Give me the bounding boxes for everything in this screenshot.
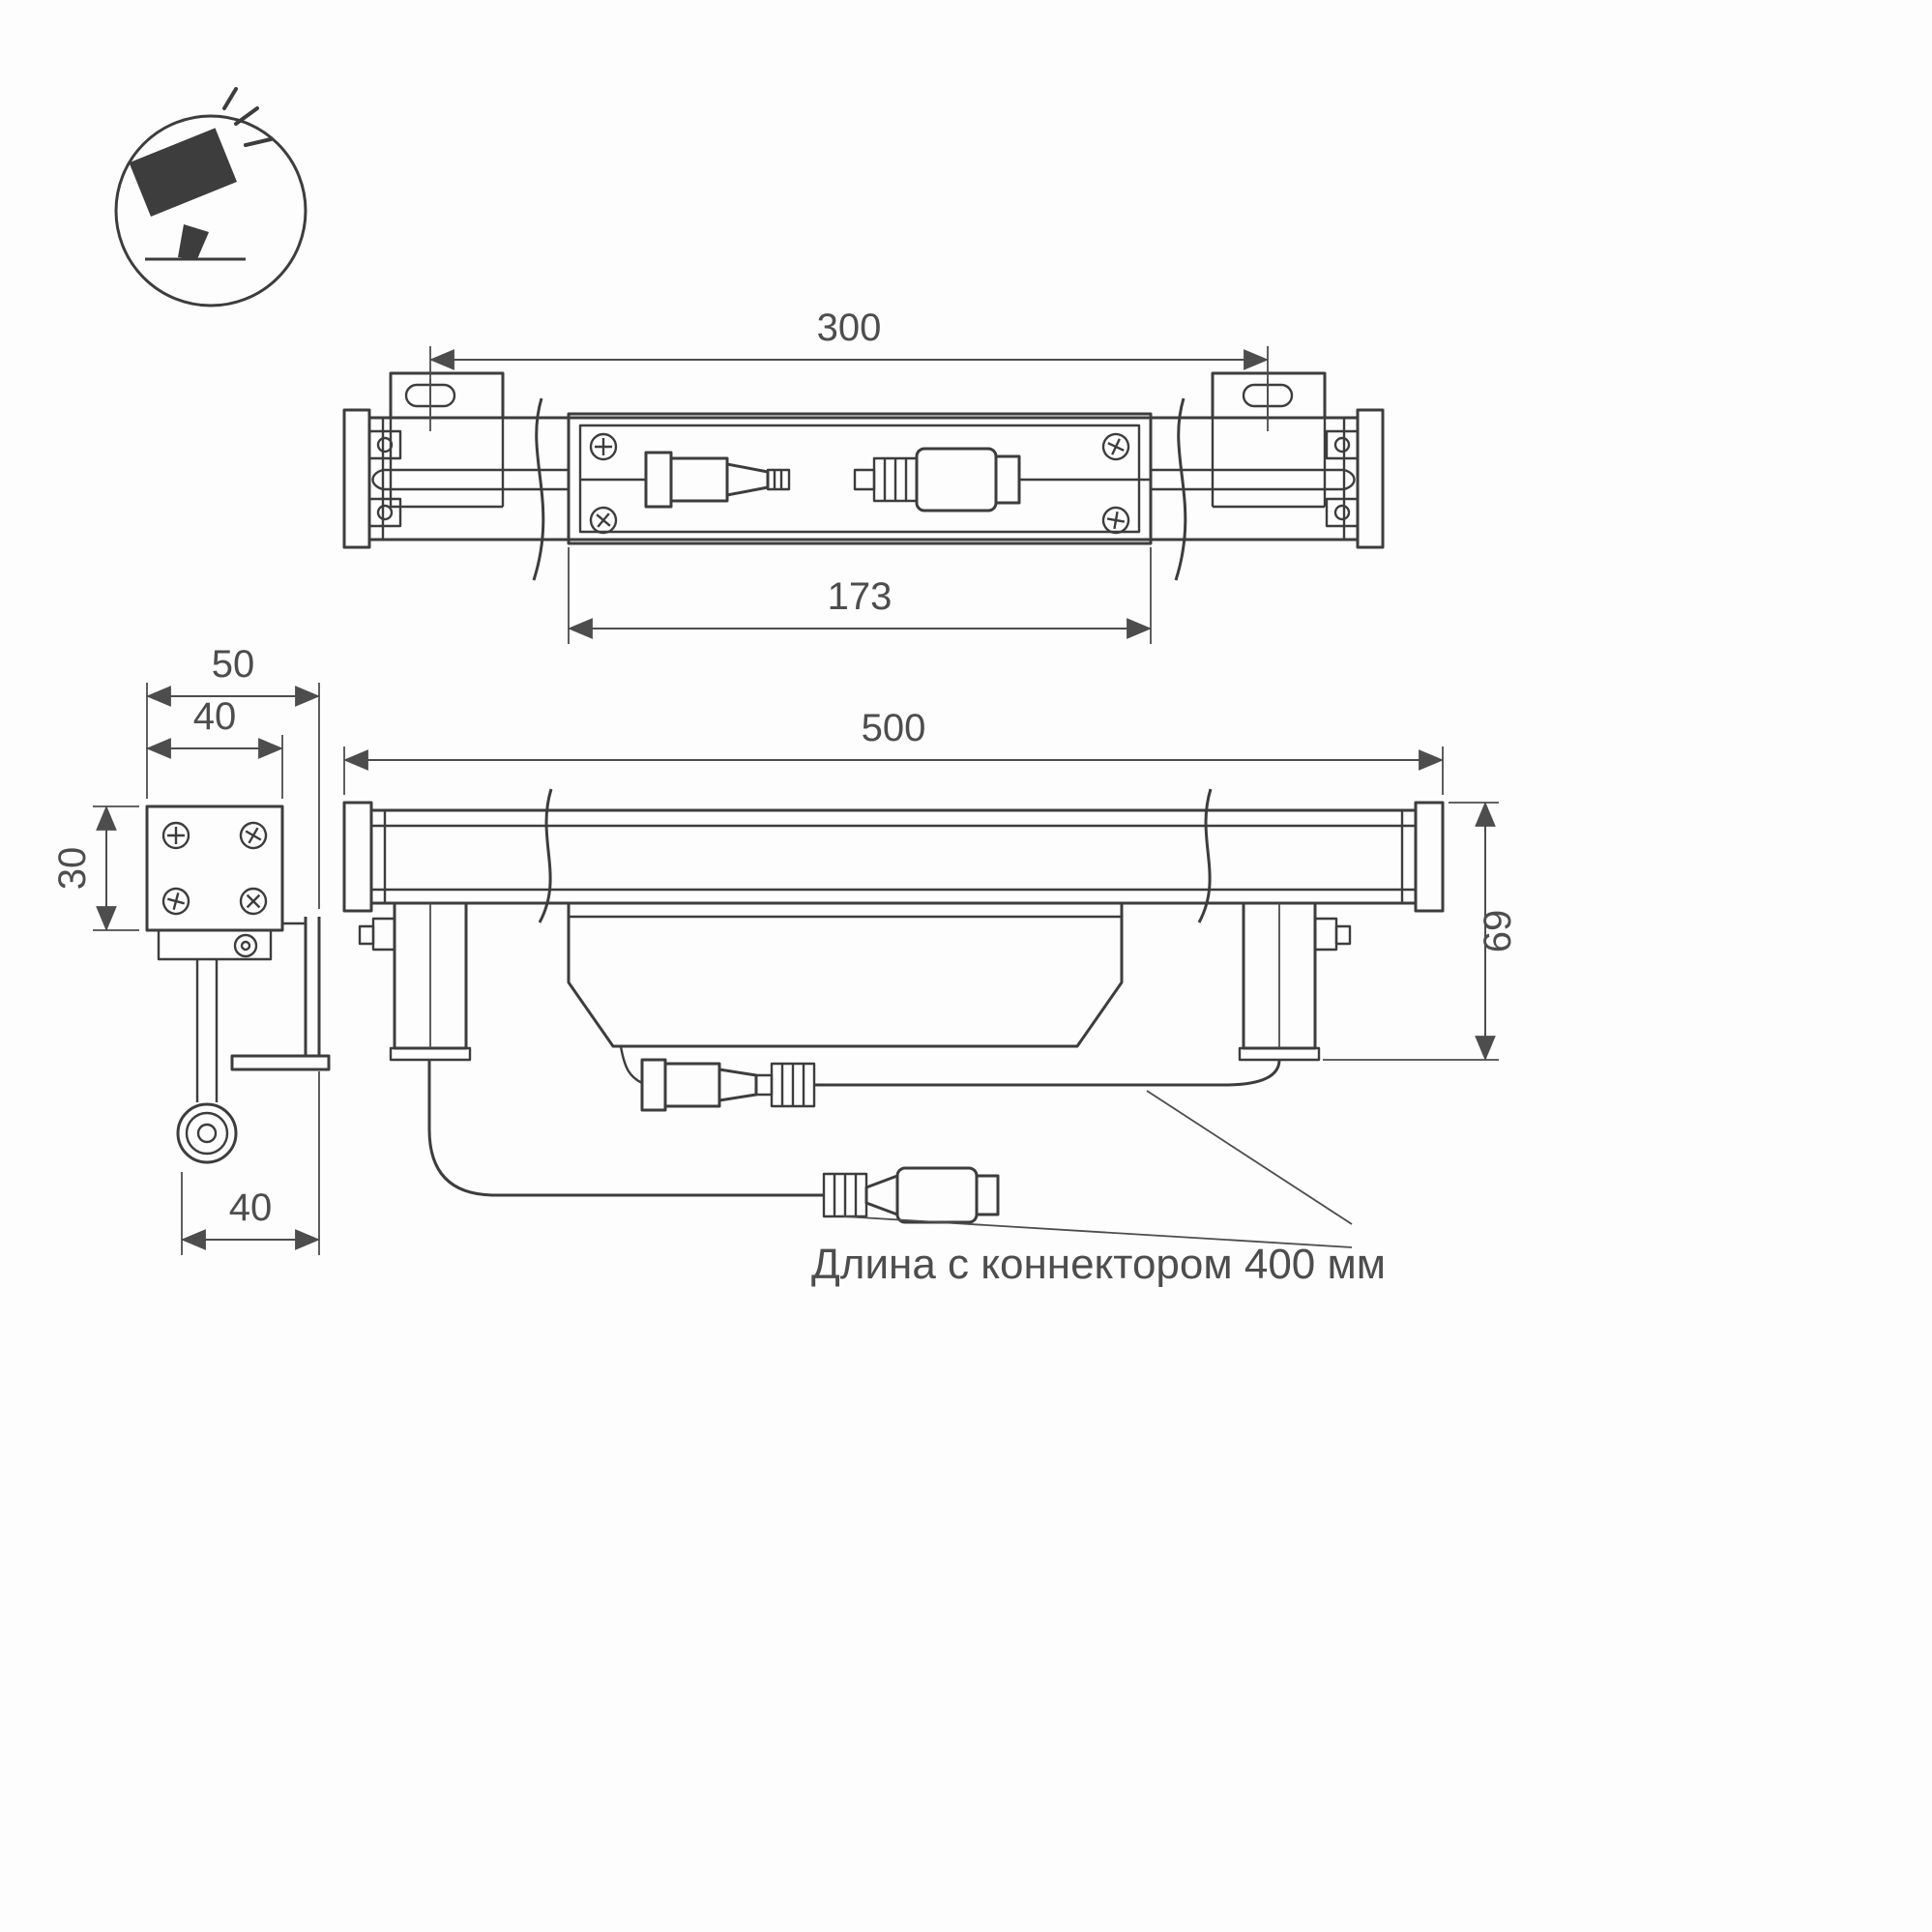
dim-label-front-height: 69 <box>1477 910 1519 953</box>
connector-pair-top <box>580 447 1151 512</box>
dim-label-side-height: 30 <box>51 847 94 891</box>
side-view: 50 40 30 40 <box>51 643 331 1255</box>
leader-line-lower <box>842 1215 1353 1248</box>
dimension-side-height: 30 <box>51 805 139 932</box>
front-view: 500 69 <box>342 707 1519 1248</box>
mount-bracket-front-left <box>358 901 472 1062</box>
dimension-top-overall: 300 <box>428 307 1270 416</box>
cable-length-note: Длина с коннектором 400 мм <box>811 1241 1386 1288</box>
mount-bracket-top-right <box>1211 371 1327 509</box>
dim-label-side-body: 40 <box>193 695 237 738</box>
cable-upper-connector <box>619 1045 1281 1112</box>
dim-label-side-bottom: 40 <box>229 1186 273 1229</box>
leader-line-upper <box>1146 1090 1353 1225</box>
dimension-top-inner: 173 <box>567 547 1153 644</box>
mount-bracket-top-left <box>389 371 505 509</box>
dim-label-top-inner: 173 <box>828 575 893 618</box>
dimension-front-length: 500 <box>342 707 1445 795</box>
dimension-front-height: 69 <box>1323 801 1519 1062</box>
light-rays-icon <box>222 87 273 147</box>
dimension-side-outer: 50 <box>145 643 321 909</box>
dimension-side-body: 40 <box>145 695 284 799</box>
dim-label-top-overall: 300 <box>817 307 882 349</box>
mount-bracket-front-right <box>1238 901 1352 1062</box>
dimension-side-bottom: 40 <box>180 1071 321 1255</box>
dim-label-front-length: 500 <box>862 707 926 749</box>
top-view: 300 173 <box>342 307 1385 644</box>
floodlight-icon <box>114 87 307 307</box>
dim-label-side-outer: 50 <box>212 643 255 686</box>
